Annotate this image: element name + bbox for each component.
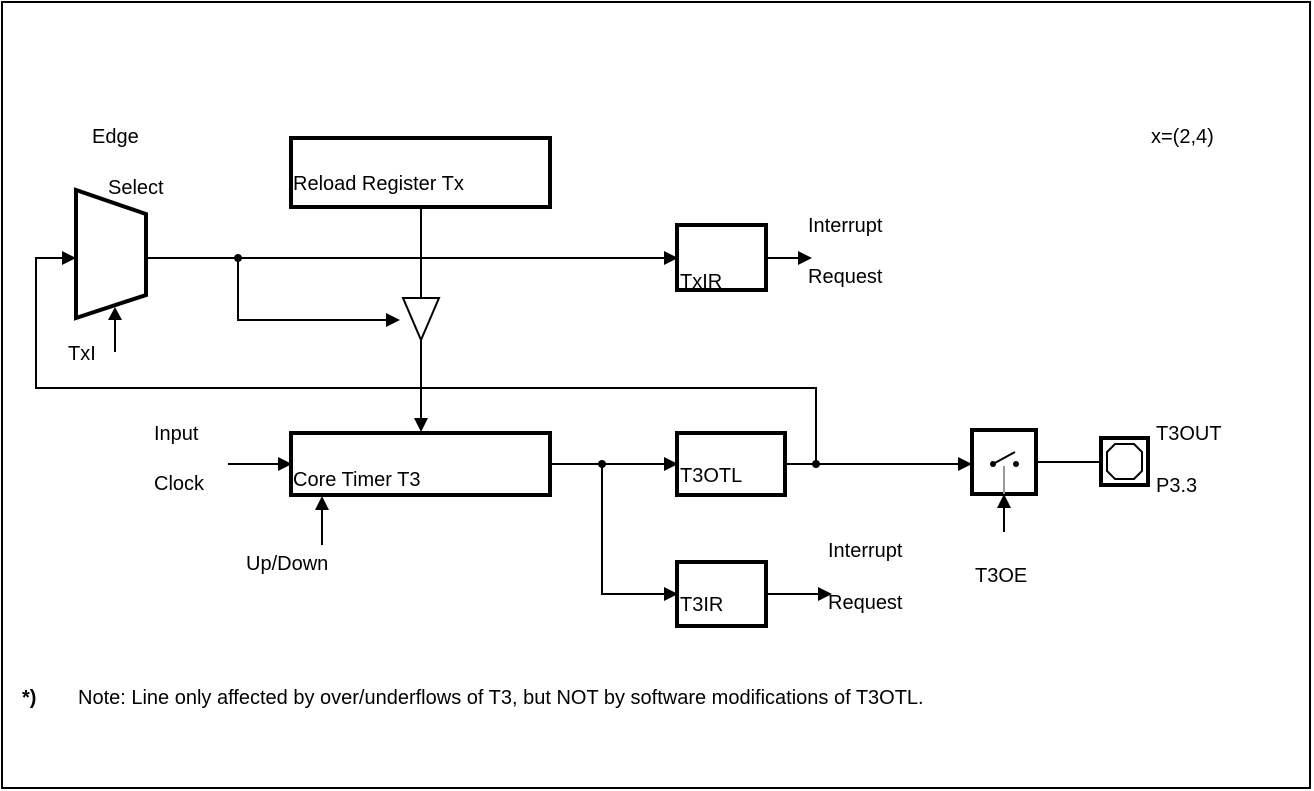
request-label-1: Request [808, 266, 883, 288]
note-marker: *) [22, 687, 36, 709]
txir-in-arrow [664, 251, 678, 265]
t3ir-label: T3IR [680, 594, 723, 616]
switch-lever [992, 451, 1016, 465]
t3oe-label: T3OE [975, 565, 1027, 587]
t3out-label: T3OUT [1156, 423, 1222, 445]
edge-select-mux [74, 187, 148, 321]
note-text: Note: Line only affected by over/underfl… [78, 687, 924, 709]
t3ir-out-arrow [818, 587, 832, 601]
junction-dot-3 [812, 460, 820, 468]
p33-label: P3.3 [1156, 475, 1197, 497]
up-down-label: Up/Down [246, 553, 328, 575]
txir-out-arrow [798, 251, 812, 265]
t3ir-box [675, 560, 768, 628]
feedback-arrow [62, 251, 76, 265]
t3otl-box [675, 431, 787, 497]
t3ir-feed-wire [601, 464, 666, 595]
t3otl-label: T3OTL [680, 465, 742, 487]
clock-label: Clock [154, 473, 205, 495]
txi-arrow [108, 307, 122, 320]
txi-label: TxI [68, 343, 96, 365]
switch-contact-right [1013, 461, 1019, 467]
gate-ctrl-arrow [386, 313, 400, 327]
clock-arrow [278, 457, 292, 471]
input-label: Input [154, 423, 199, 445]
x-param-label: x=(2,4) [1151, 126, 1214, 148]
txir-box [675, 223, 768, 292]
interrupt-label-1: Interrupt [808, 215, 883, 237]
feedback-wire [35, 257, 817, 464]
reload-register-label: Reload Register Tx [293, 173, 464, 195]
select-label: Select [108, 177, 164, 199]
output-pin-octagon [1106, 443, 1143, 480]
switch-in-arrow [958, 457, 972, 471]
t3oe-arrow [997, 494, 1011, 508]
edge-label: Edge [92, 126, 139, 148]
timer-load-arrow [414, 418, 428, 432]
t3ir-in-arrow [664, 587, 678, 601]
gate-ctrl-wire [237, 258, 388, 321]
interrupt-label-2: Interrupt [828, 540, 903, 562]
core-timer-label: Core Timer T3 [293, 469, 420, 491]
t3otl-in-arrow [664, 457, 678, 471]
updown-arrow [315, 496, 329, 510]
txir-label: TxIR [680, 271, 722, 293]
transfer-gate [401, 297, 441, 343]
request-label-2: Request [828, 592, 903, 614]
